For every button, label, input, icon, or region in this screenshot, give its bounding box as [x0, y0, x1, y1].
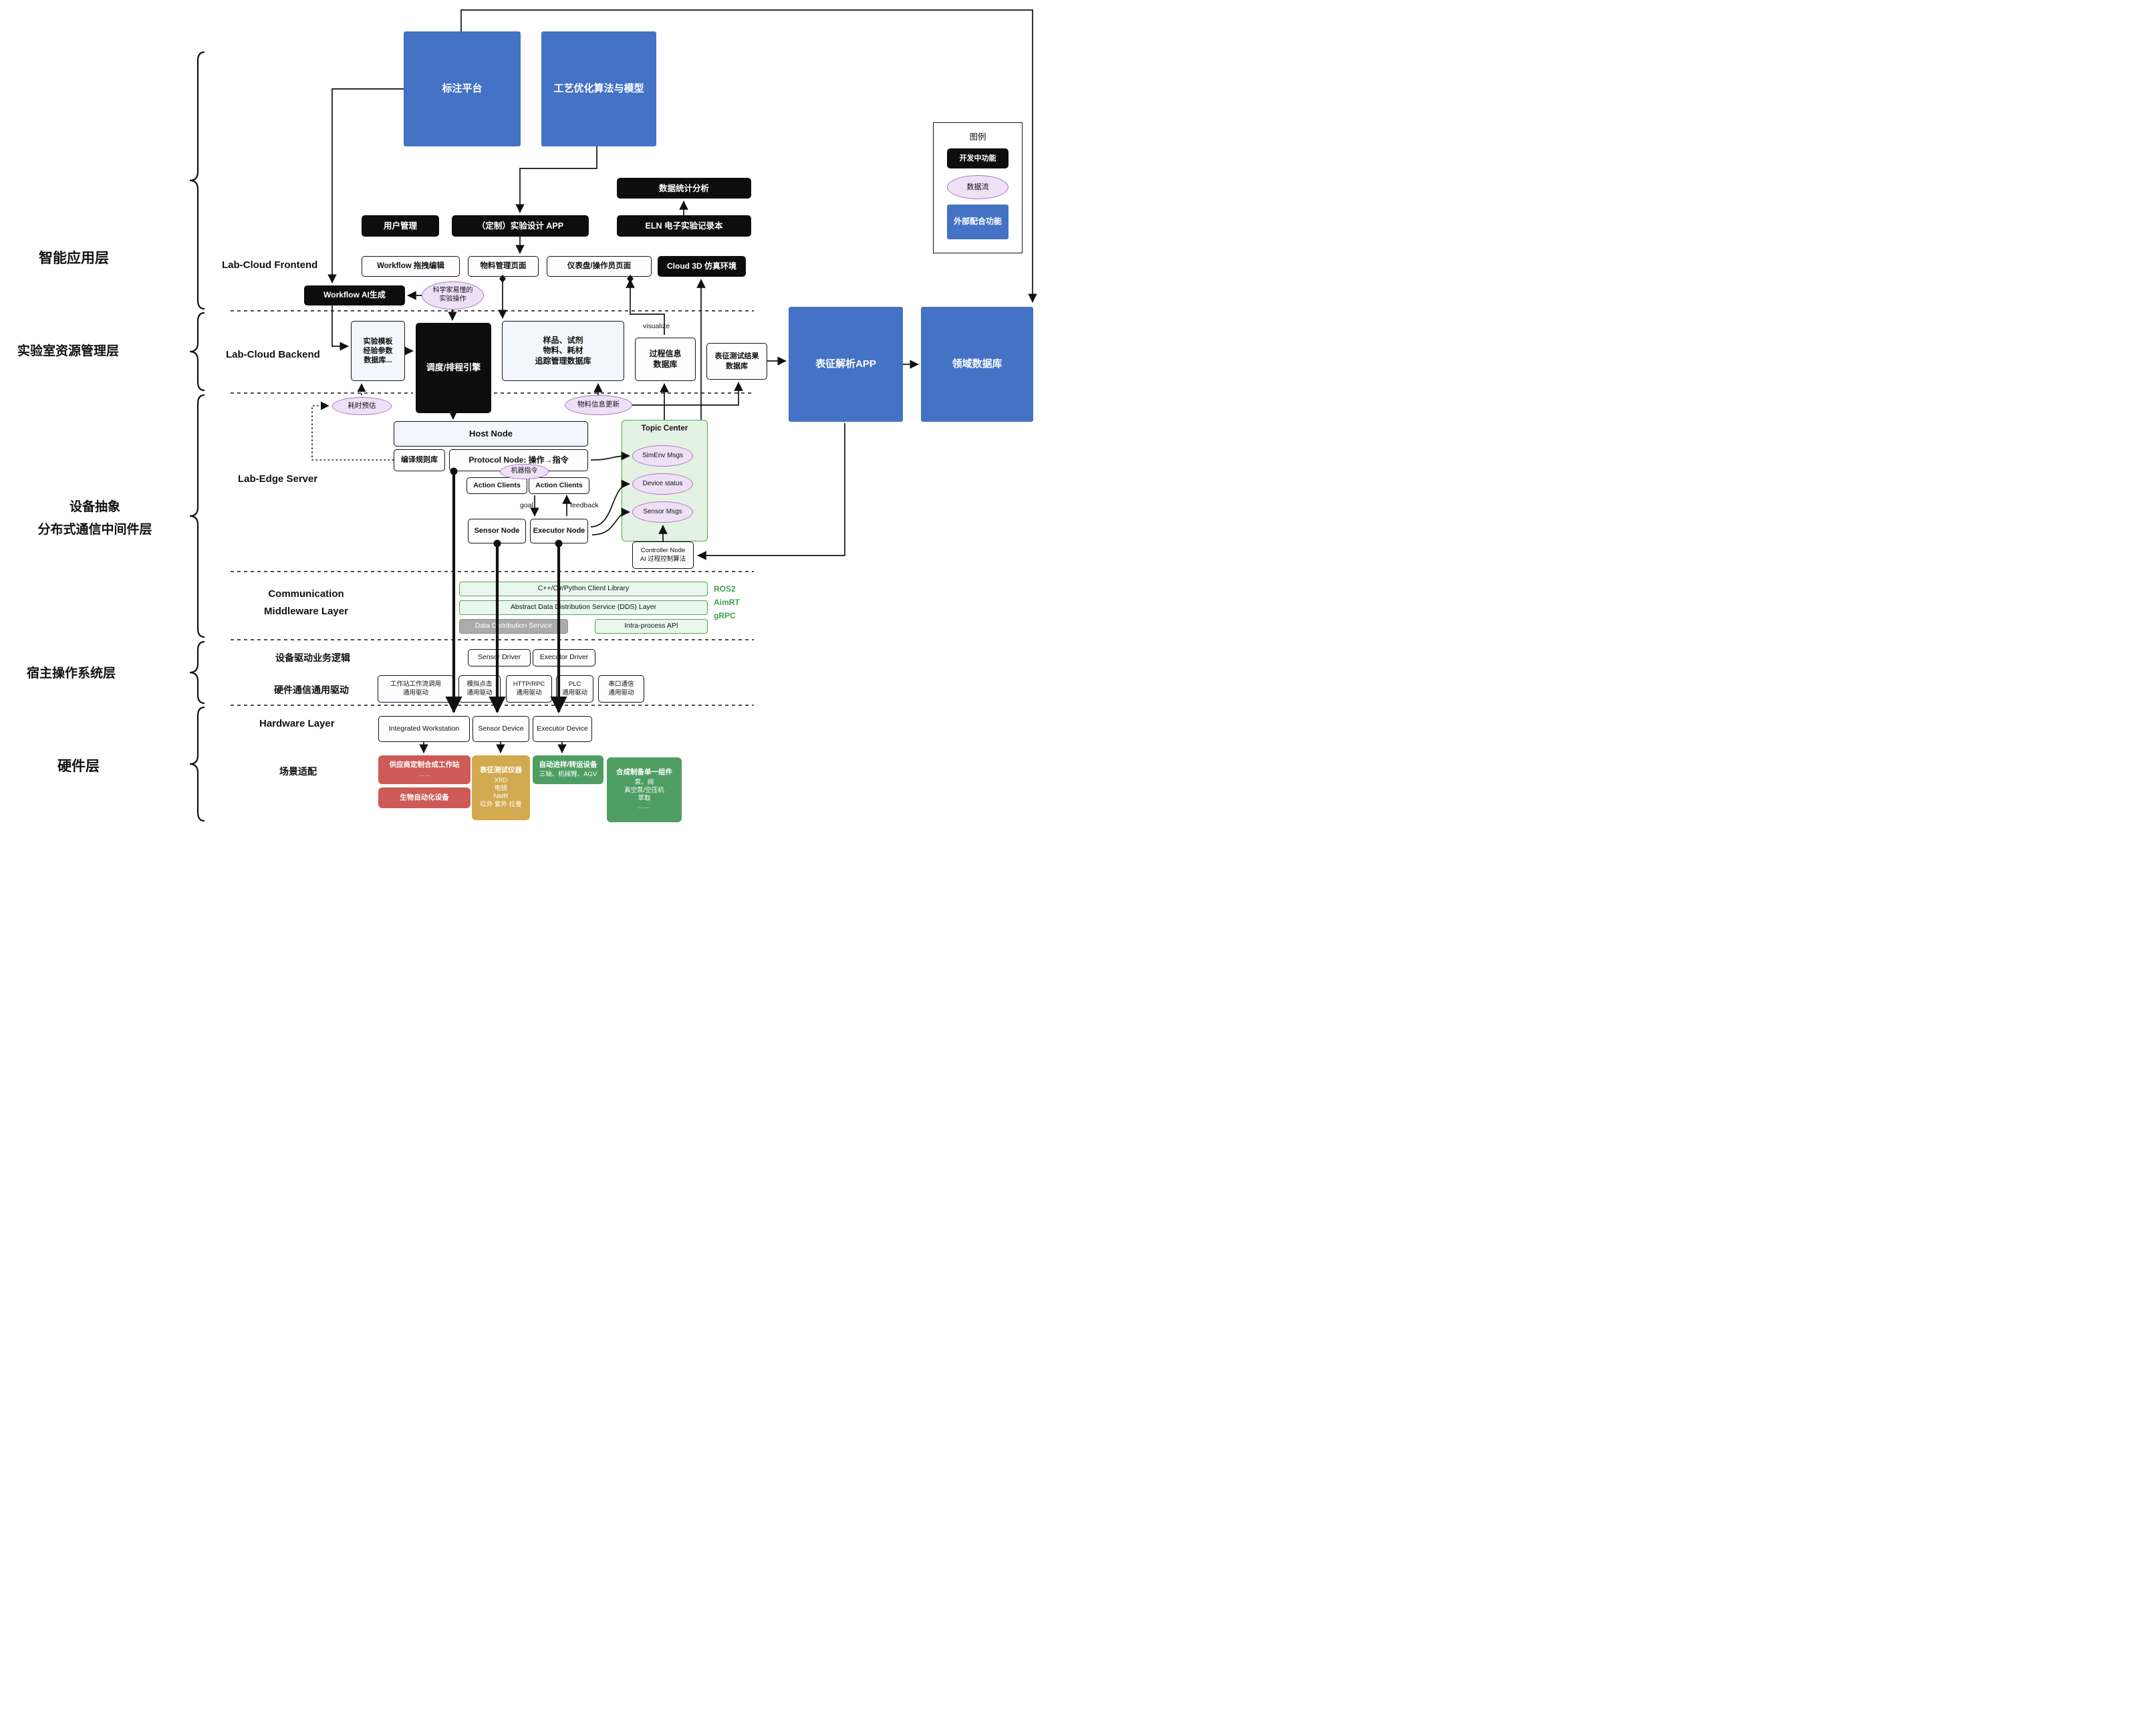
machine-cmd-ellipse: 机器指令	[500, 464, 549, 479]
layer-label-resource: 实验室资源管理层	[17, 344, 120, 358]
dashboard-page-box: 仪表盘/操作员页面	[547, 256, 652, 277]
action-clients-left-box: Action Clients	[466, 477, 527, 494]
comm-layer-label: Communication Middleware Layer	[264, 588, 348, 618]
sensor-device-box: Sensor Device	[473, 716, 529, 742]
topic-center-title: Topic Center	[641, 424, 688, 433]
serial-driver-box: 串口通信 通用驱动	[598, 675, 644, 703]
scientist-ops-ellipse: 科学家易懂的 实验操作	[422, 281, 484, 310]
simenv-msgs-ellipse: SimEnv Msgs	[632, 445, 693, 467]
annotation-platform-box: 标注平台	[404, 31, 521, 146]
layer-label-app: 智能应用层	[39, 251, 109, 266]
dotted-arrows	[311, 383, 394, 461]
executor-device-box: Executor Device	[533, 716, 592, 742]
scene-label: 场景适配	[279, 766, 317, 777]
dds-service-bar: Data Distribution Service	[459, 619, 568, 634]
char-result-db-box: 表征测试结果 数据库	[706, 343, 767, 380]
goal-label: goal	[520, 501, 533, 509]
legend-dev-item: 开发中功能	[947, 148, 1008, 168]
layer-braces	[189, 51, 205, 822]
edge-server-label: Lab-Edge Server	[238, 473, 318, 485]
legend-title: 图例	[969, 132, 986, 142]
characterization-body: XRD 电镜 NMR 红外 紫外 拉曼	[480, 776, 522, 809]
process-optimization-box: 工艺优化算法与模型	[541, 31, 656, 146]
device-status-ellipse: Device status	[632, 473, 693, 495]
exp-template-db-box: 实验模板 经验参数 数据库...	[351, 321, 405, 381]
plc-driver-box: PLC 通用驱动	[556, 675, 593, 703]
legend-external-item: 外部配合功能	[947, 205, 1008, 239]
material-update-ellipse: 物料信息更新	[565, 395, 632, 415]
http-rpc-driver-box: HTTP/RPC 通用驱动	[506, 675, 552, 703]
vendor-workstation-box: 供应商定制合成工作站 ……	[378, 755, 470, 784]
domain-db-box: 领域数据库	[921, 307, 1033, 422]
eln-box: ELN 电子实验记录本	[617, 215, 751, 237]
click-driver-box: 模拟点击 通用驱动	[458, 675, 501, 703]
sensor-node-box: Sensor Node	[468, 519, 526, 543]
vendor-workstation-body: ……	[418, 771, 431, 779]
custom-exp-design-app-box: （定制）实验设计 APP	[452, 215, 589, 237]
hardware-layer-label: Hardware Layer	[259, 718, 335, 729]
grpc-label: gRPC	[714, 611, 736, 620]
workflow-edit-box: Workflow 拖拽编辑	[362, 256, 460, 277]
dds-layer-bar: Abstract Data Distribution Service (DDS)…	[459, 600, 708, 615]
architecture-diagram: 智能应用层 实验室资源管理层 设备抽象 分布式通信中间件层 宿主操作系统层 硬件…	[0, 0, 1078, 860]
sensor-driver-box: Sensor Driver	[468, 649, 531, 666]
backend-label: Lab-Cloud Backend	[226, 349, 320, 360]
workstation-driver-box: 工作站工作流调用 通用驱动	[378, 675, 454, 703]
material-page-box: 物料管理页面	[468, 256, 539, 277]
process-info-db-box: 过程信息 数据库	[635, 338, 696, 381]
bio-automation-box: 生物自动化设备	[378, 787, 470, 808]
integrated-workstation-box: Integrated Workstation	[378, 716, 470, 742]
workflow-ai-box: Workflow AI生成	[304, 285, 405, 305]
layer-label-middleware: 设备抽象 分布式通信中间件层	[37, 500, 152, 537]
stats-analysis-box: 数据统计分析	[617, 178, 751, 199]
sensor-msgs-ellipse: Sensor Msgs	[632, 501, 693, 523]
time-estimate-ellipse: 耗时预估	[332, 397, 392, 415]
ros2-label: ROS2	[714, 584, 736, 594]
client-library-bar: C++/C#/Python Client Library	[459, 582, 708, 596]
layer-label-hardware: 硬件层	[57, 759, 100, 774]
intra-process-api-bar: Intra-process API	[595, 619, 708, 634]
synthesis-title: 合成制备单一组件	[616, 768, 672, 777]
cloud-3d-box: Cloud 3D 仿真环境	[658, 256, 746, 277]
user-mgmt-box: 用户管理	[362, 215, 439, 237]
executor-driver-box: Executor Driver	[533, 649, 595, 666]
sample-tracking-db-box: 样品、试剂 物料、耗材 追踪管理数据库	[502, 321, 624, 381]
layer-label-host-os: 宿主操作系统层	[27, 666, 116, 681]
compile-rules-box: 编译规则库	[394, 449, 445, 471]
vendor-workstation-title: 供应商定制合成工作站	[389, 760, 460, 769]
synthesis-body: 泵、阀 真空泵/空压机 萃取 ……	[624, 778, 664, 811]
legend-dataflow-item: 数据流	[947, 175, 1008, 199]
feedback-label: feedback	[570, 501, 599, 509]
transfer-body: 三轴、机械臂、AGV	[539, 771, 597, 779]
transfer-equipment-box: 自动进样/转运设备 三轴、机械臂、AGV	[533, 755, 603, 784]
executor-node-box: Executor Node	[530, 519, 588, 543]
aimrt-label: AimRT	[714, 598, 740, 607]
frontend-label: Lab-Cloud Frontend	[222, 259, 318, 271]
characterization-title: 表征测试仪器	[480, 766, 522, 775]
driver-logic-label: 设备驱动业务逻辑	[275, 652, 350, 663]
synthesis-components-box: 合成制备单一组件 泵、阀 真空泵/空压机 萃取 ……	[607, 757, 682, 822]
host-node-box: Host Node	[394, 421, 588, 447]
controller-node-box: Controller Node AI 过程控制算法	[632, 541, 694, 569]
hw-comm-label: 硬件通信通用驱动	[274, 685, 349, 695]
characterization-instruments-box: 表征测试仪器 XRD 电镜 NMR 红外 紫外 拉曼	[472, 755, 530, 820]
transfer-title: 自动进样/转运设备	[539, 760, 597, 769]
scheduler-engine-box: 调度/排程引擎	[416, 323, 491, 413]
action-clients-right-box: Action Clients	[529, 477, 589, 494]
char-analysis-app-box: 表征解析APP	[789, 307, 903, 422]
visualize-label: visualize	[643, 322, 670, 330]
